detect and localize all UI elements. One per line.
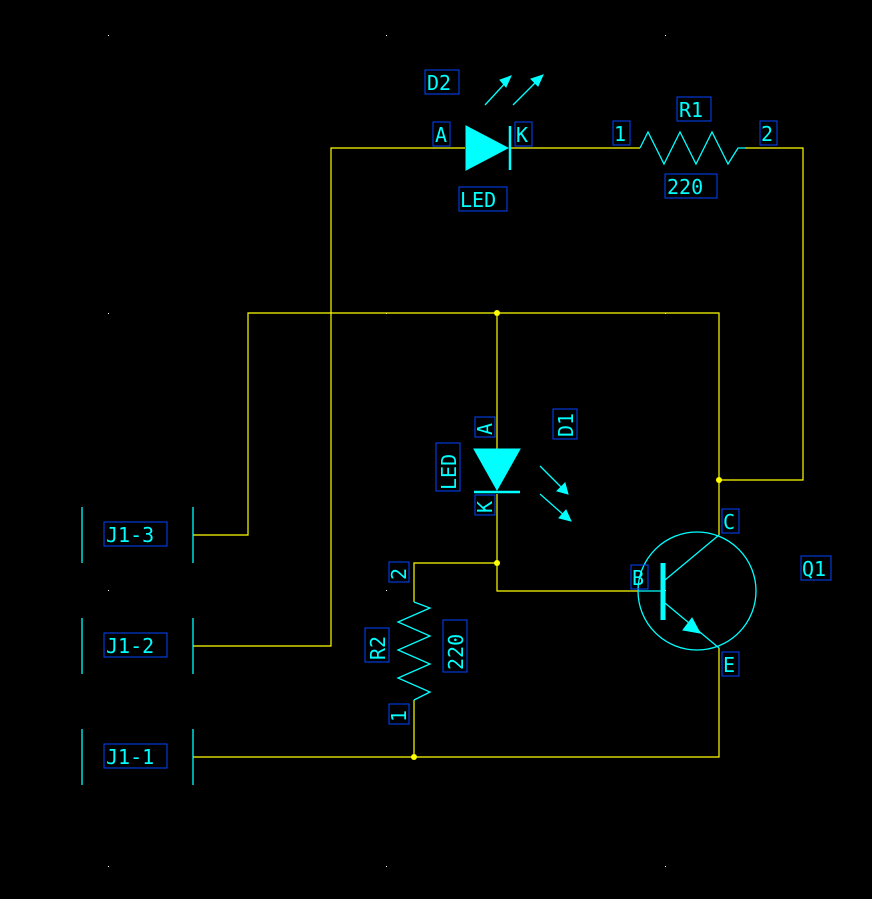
j1-1-label: J1-1 xyxy=(106,745,154,769)
connector-j1-1[interactable]: J1-1 xyxy=(81,729,194,785)
connector-j1-2[interactable]: J1-2 xyxy=(81,618,194,674)
r1-pin-2: 2 xyxy=(761,122,773,146)
d2-arrowhead-1 xyxy=(499,75,512,88)
resistor-r1[interactable]: R1 1 2 220 xyxy=(612,96,778,199)
q1-pin-c-box xyxy=(721,508,740,534)
q1-pin-b: B xyxy=(632,566,644,590)
r2-pin-1-box xyxy=(388,703,410,725)
q1-collector-lead xyxy=(664,534,720,581)
d1-pin-a-box xyxy=(474,416,496,438)
d1-ref-box xyxy=(552,408,578,440)
wire-j1-3-to-top-rail[interactable] xyxy=(193,312,720,536)
r1-ref: R1 xyxy=(679,98,703,122)
wire-ground-rail[interactable] xyxy=(193,648,720,758)
j1-1-label-box xyxy=(103,743,168,769)
d1-pin-a: A xyxy=(473,423,497,435)
resistor-r2[interactable]: R2 220 2 1 xyxy=(364,561,468,725)
q1-pin-c: C xyxy=(723,510,735,534)
junction-ground xyxy=(411,754,417,760)
q1-ref-box xyxy=(800,555,832,581)
connector-j1-3[interactable]: J1-3 xyxy=(81,507,194,563)
junction-collector xyxy=(716,477,722,483)
d2-ref-box xyxy=(424,69,460,95)
d2-value-box xyxy=(458,186,508,212)
d1-value: LED xyxy=(437,454,461,490)
d1-diode-triangle xyxy=(473,448,521,492)
d1-emission-arrow xyxy=(539,465,565,491)
wire-r1-to-collector[interactable] xyxy=(719,147,804,481)
j1-3-label: J1-3 xyxy=(106,523,154,547)
r1-value-box xyxy=(664,173,718,199)
q1-emitter-arrow xyxy=(682,617,701,634)
q1-ref: Q1 xyxy=(802,557,826,581)
d2-diode-triangle xyxy=(465,125,510,171)
led-d1[interactable]: A K D1 LED xyxy=(435,408,578,522)
r1-pin-2-box xyxy=(759,120,778,146)
d1-arrowhead-1 xyxy=(556,482,569,495)
r2-pin-2: 2 xyxy=(387,568,411,580)
j1-3-label-box xyxy=(103,521,168,547)
d2-value: LED xyxy=(460,188,496,212)
d1-ref: D1 xyxy=(554,413,578,437)
wire-r2-top[interactable] xyxy=(413,562,497,602)
r2-pin-2-box xyxy=(388,561,410,583)
r2-zigzag xyxy=(396,601,432,701)
d2-pin-a-box xyxy=(432,121,451,147)
r1-pin-1: 1 xyxy=(614,122,626,146)
d2-arrowhead-2 xyxy=(530,74,544,87)
junction-top-rail xyxy=(494,310,500,316)
r2-value-box xyxy=(442,619,468,673)
q1-pin-e-box xyxy=(721,651,740,677)
d1-value-box xyxy=(435,442,461,492)
r2-ref-box xyxy=(364,627,390,663)
wire-j1-2-to-d2[interactable] xyxy=(193,147,465,647)
r2-ref: R2 xyxy=(366,636,390,660)
transistor-q1[interactable]: B C E Q1 xyxy=(630,508,832,677)
q1-pin-e: E xyxy=(723,653,735,677)
d2-pin-k-box xyxy=(514,121,533,147)
r1-zigzag xyxy=(639,130,745,166)
r1-value: 220 xyxy=(667,175,703,199)
d2-pin-k: K xyxy=(516,123,528,147)
d1-pin-k: K xyxy=(473,501,497,513)
j1-2-label-box xyxy=(103,632,168,658)
q1-pin-b-box xyxy=(630,564,649,590)
r2-value: 220 xyxy=(444,634,468,670)
d2-ref: D2 xyxy=(427,71,451,95)
d1-pin-k-box xyxy=(474,494,496,516)
grid-dots xyxy=(108,35,666,867)
r1-pin-1-box xyxy=(612,120,631,146)
junction-base xyxy=(494,560,500,566)
j1-2-label: J1-2 xyxy=(106,634,154,658)
r2-pin-1: 1 xyxy=(387,710,411,722)
d1-arrowhead-2 xyxy=(558,509,572,522)
d1-emission-arrow-2 xyxy=(539,493,567,518)
d2-emission-arrow-2 xyxy=(512,79,539,106)
led-d2[interactable]: D2 A K LED xyxy=(424,69,544,212)
r1-ref-box xyxy=(676,96,712,122)
wires xyxy=(193,147,804,760)
wire-base[interactable] xyxy=(496,563,638,592)
d2-pin-a: A xyxy=(435,123,447,147)
